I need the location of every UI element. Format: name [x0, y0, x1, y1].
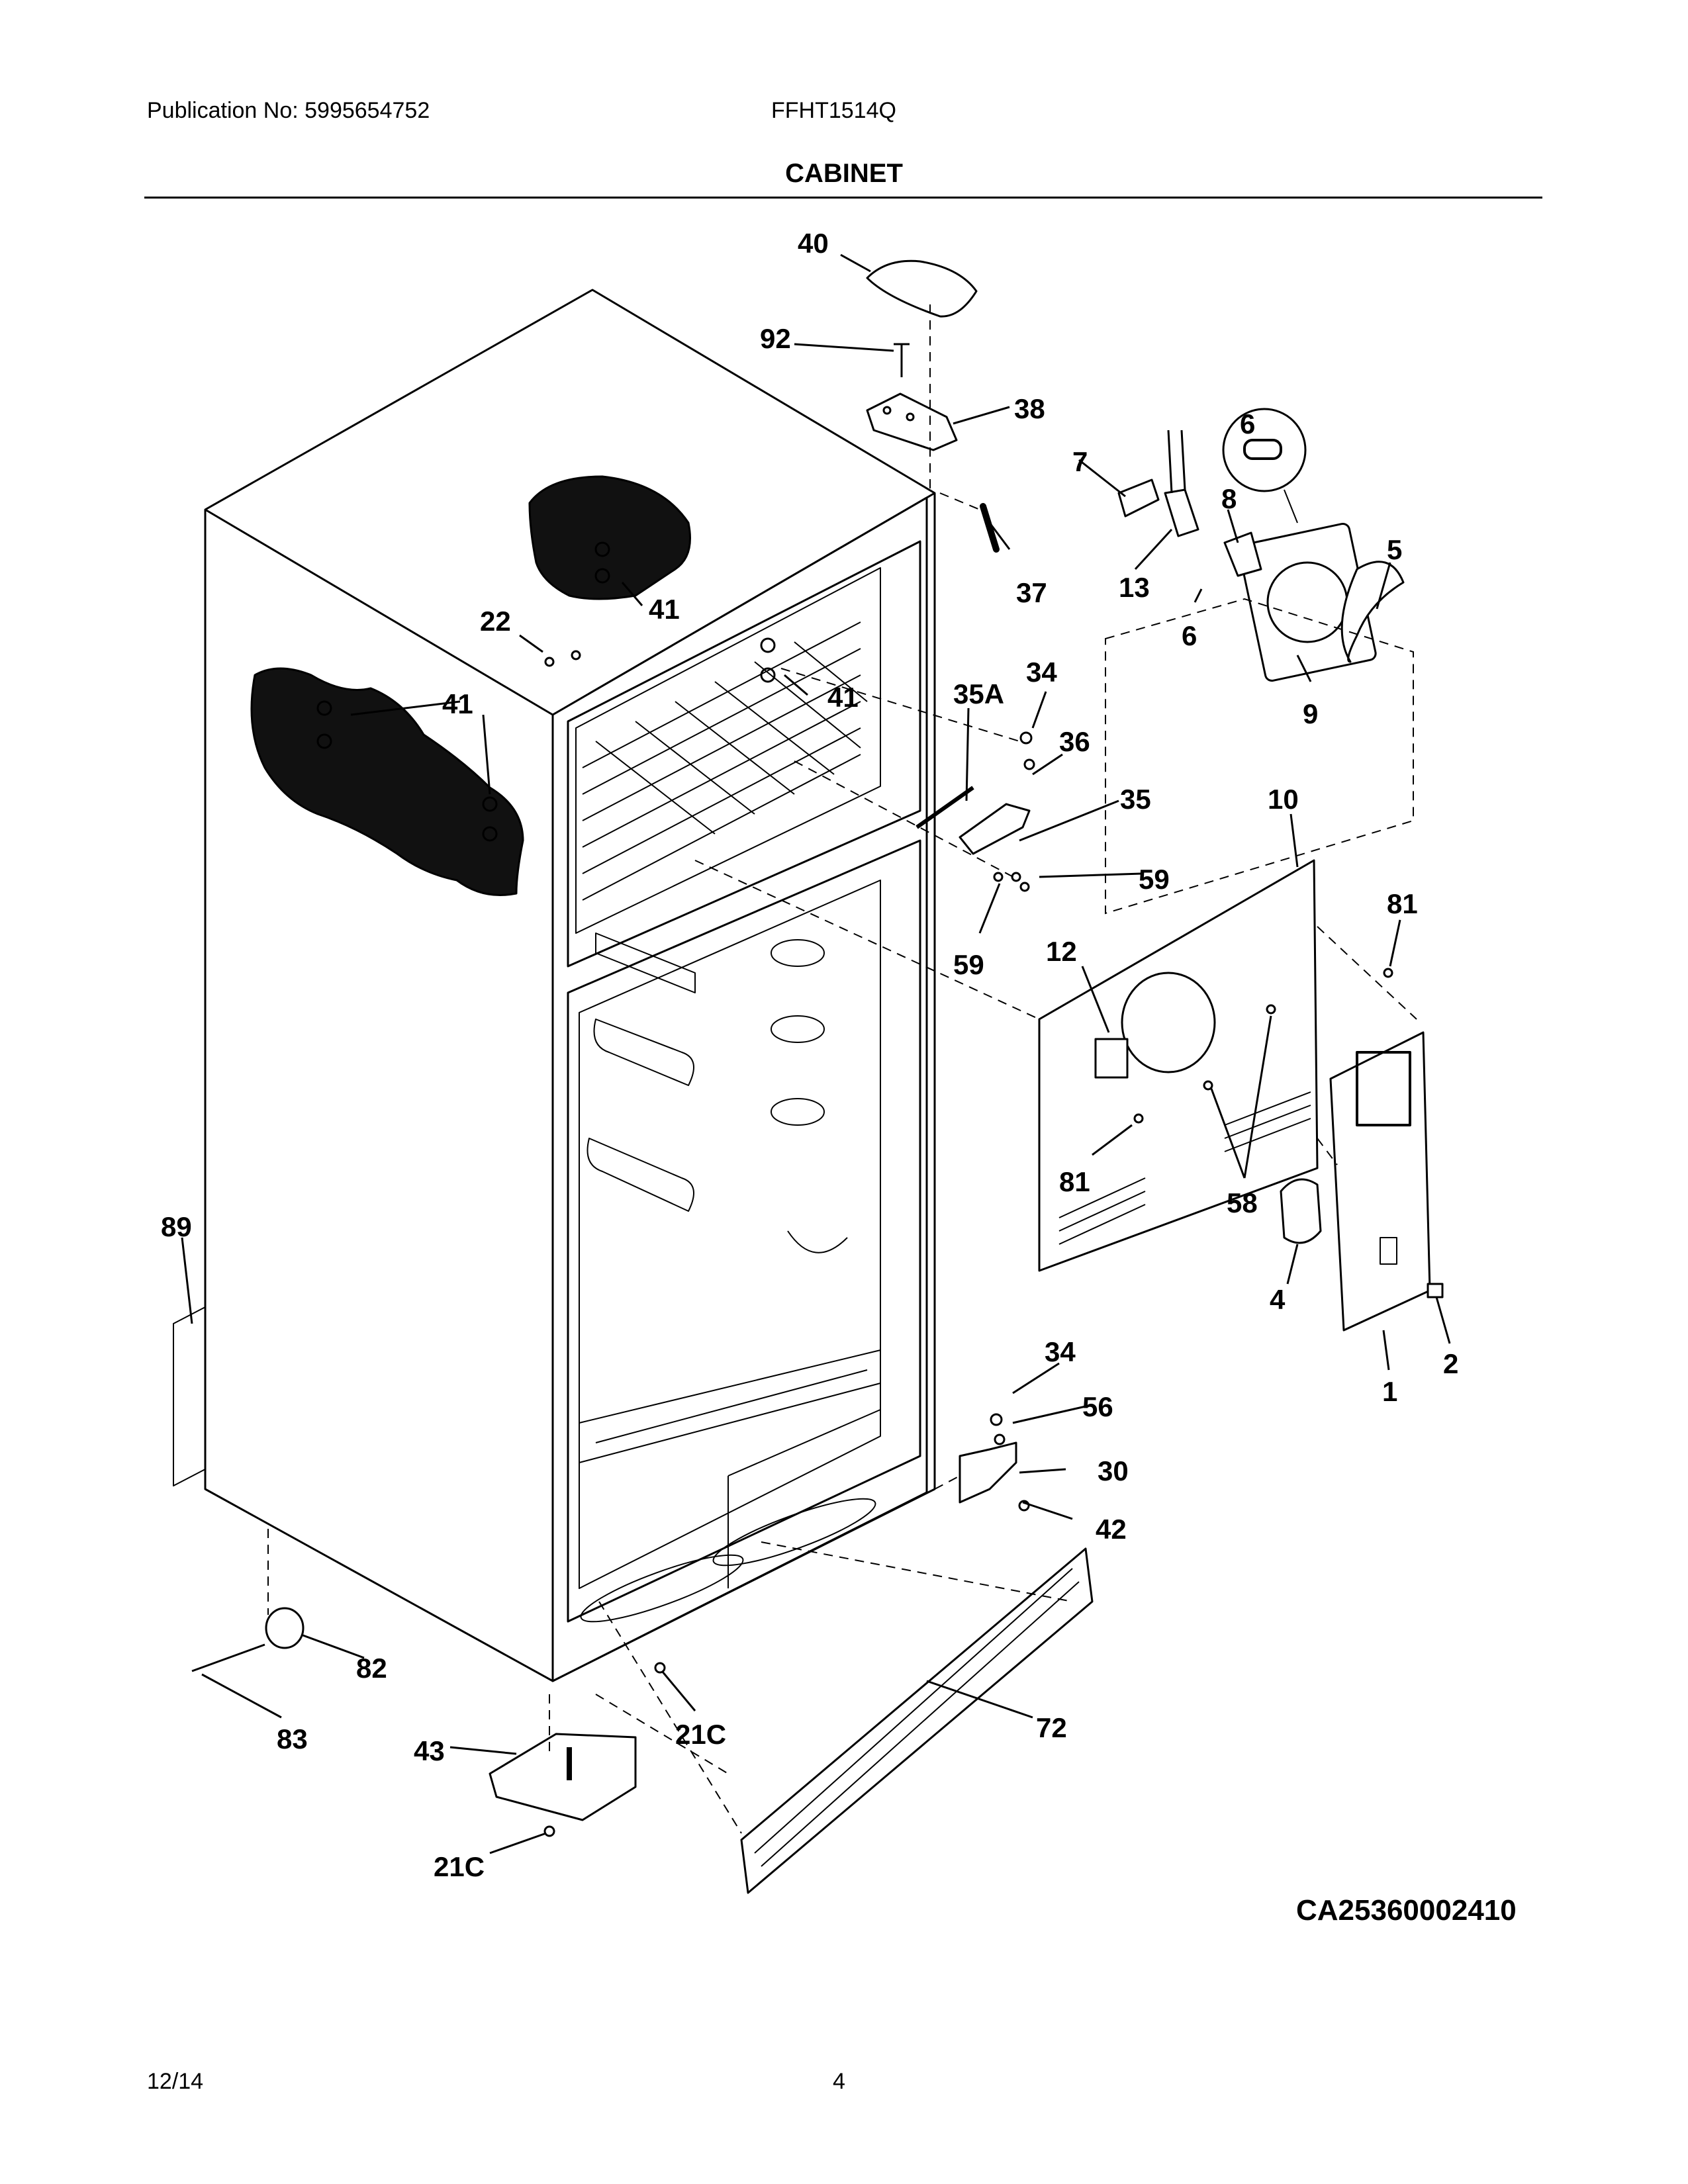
callout-59-right: 59 [1139, 864, 1170, 895]
top-hinge-screw [894, 343, 910, 377]
callout-43: 43 [414, 1735, 445, 1766]
callout-92: 92 [760, 323, 791, 354]
callout-41-side: 41 [442, 688, 473, 719]
fan-motor [1223, 531, 1262, 577]
top-cutaway [528, 475, 691, 600]
door-shelf-2 [586, 1138, 694, 1212]
callout-58: 58 [1227, 1187, 1258, 1218]
callout-81-top: 81 [1387, 888, 1418, 919]
bottom-hinge [959, 1441, 1017, 1504]
callout-12: 12 [1046, 936, 1077, 967]
fan-blade [1340, 561, 1405, 663]
callout-30: 30 [1098, 1455, 1129, 1486]
callout-35a: 35A [953, 678, 1004, 709]
callout-22: 22 [480, 606, 511, 637]
callout-2: 2 [1443, 1348, 1458, 1379]
callout-21c-bottom: 21C [434, 1851, 485, 1882]
callout-21c-top: 21C [675, 1719, 726, 1750]
crisper-cover [579, 1349, 881, 1463]
hinge-cover [866, 259, 978, 318]
center-hinge-pin [915, 786, 974, 829]
control-housing [1329, 1031, 1431, 1332]
callout-38: 38 [1014, 393, 1045, 424]
footer-date: 12/14 [147, 2069, 204, 2094]
clip-2 [1427, 1283, 1444, 1298]
freezer-opening [567, 540, 921, 968]
toe-grille [740, 1547, 1094, 1894]
evaporator-cover [1038, 859, 1319, 1272]
roller-pin [191, 1643, 265, 1672]
callout-6: 6 [1182, 620, 1197, 651]
callout-36: 36 [1059, 726, 1090, 757]
callout-34-top: 34 [1026, 657, 1057, 688]
callout-13: 13 [1119, 572, 1150, 603]
callout-34-bottom: 34 [1045, 1336, 1076, 1367]
callout-41-inner: 41 [827, 682, 859, 713]
diagram-code: CA25360002410 [1296, 1894, 1517, 1927]
fresh-food-opening [567, 839, 921, 1623]
callout-83: 83 [277, 1723, 308, 1754]
roller-bracket [489, 1733, 637, 1821]
callout-89: 89 [161, 1211, 192, 1242]
callout-37: 37 [1016, 577, 1047, 608]
callout-10: 10 [1268, 784, 1299, 815]
callout-81-bottom: 81 [1059, 1166, 1090, 1197]
door-shelf-1 [593, 1019, 694, 1086]
defrost-timer [1164, 488, 1199, 537]
callout-8: 8 [1221, 483, 1237, 514]
callout-72: 72 [1036, 1712, 1067, 1743]
wire-harness [1167, 430, 1186, 494]
callout-1: 1 [1382, 1376, 1397, 1407]
spacer [980, 503, 1000, 553]
page-title: CABINET [785, 159, 903, 188]
center-hinge [959, 803, 1031, 855]
callout-4: 4 [1270, 1284, 1286, 1315]
callout-6-detail: 6 [1240, 408, 1255, 439]
door-shelf-3 [595, 933, 696, 993]
publication-number: Publication No: 5995654752 [147, 98, 430, 123]
callout-9: 9 [1303, 698, 1318, 729]
callout-42: 42 [1096, 1514, 1127, 1545]
roller [265, 1607, 305, 1649]
callout-59-left: 59 [953, 949, 984, 980]
top-hinge [866, 392, 958, 451]
callout-35: 35 [1120, 784, 1151, 815]
model-number: FFHT1514Q [771, 98, 896, 123]
callout-82: 82 [356, 1653, 387, 1684]
side-cutaway [250, 667, 524, 896]
callout-41-top: 41 [649, 594, 680, 625]
page-number: 4 [833, 2069, 845, 2094]
side-plate [173, 1306, 206, 1486]
detail-circle [1222, 408, 1307, 492]
control-module [1094, 1038, 1129, 1079]
light-bulb-cover [1280, 1178, 1322, 1244]
bracket-7 [1117, 478, 1160, 518]
callout-56: 56 [1082, 1391, 1113, 1422]
header-rule [144, 197, 1542, 199]
callout-5: 5 [1387, 534, 1402, 565]
callout-40: 40 [798, 228, 829, 259]
callout-7: 7 [1072, 446, 1088, 477]
